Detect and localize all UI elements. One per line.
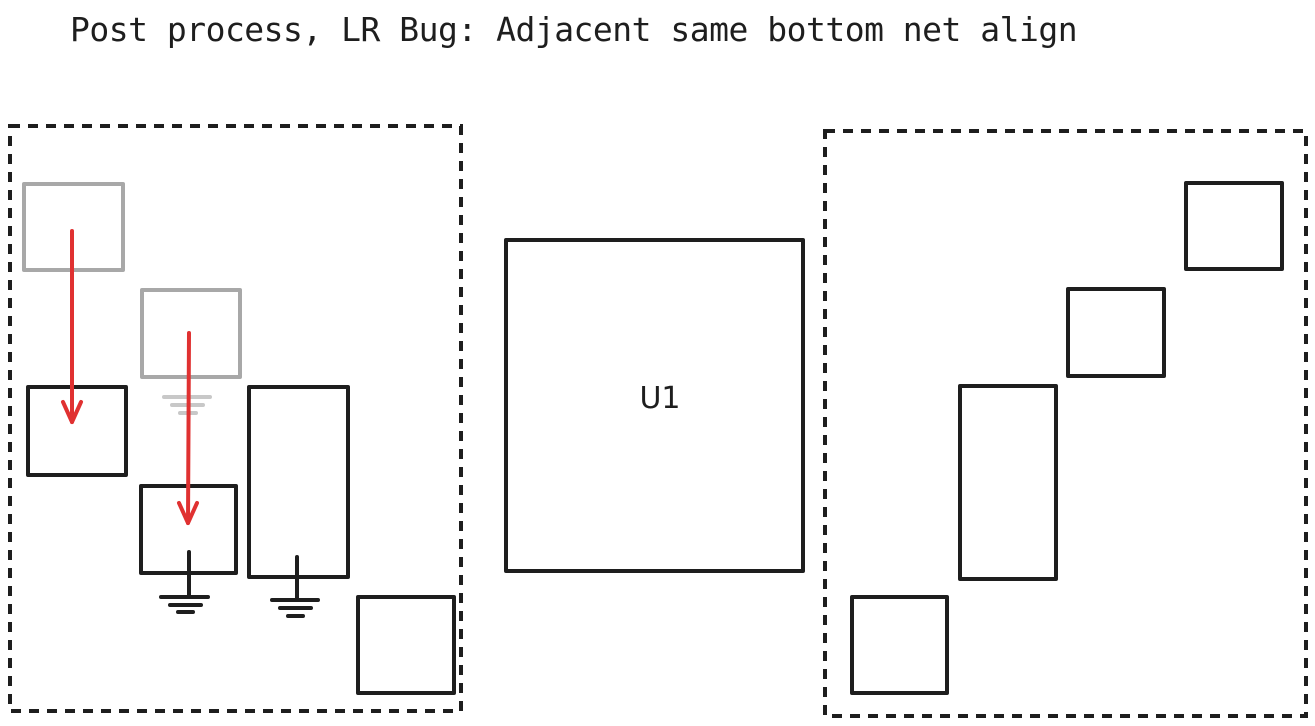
component-left-tall xyxy=(247,385,350,579)
component-left-bottom xyxy=(356,595,456,695)
left-group-boundary xyxy=(8,124,463,713)
right-group-boundary xyxy=(823,129,1308,718)
diagram-title: Post process, LR Bug: Adjacent same bott… xyxy=(70,10,1078,49)
ground-icon-2 xyxy=(270,555,320,618)
component-right-2 xyxy=(1066,287,1166,378)
component-u1 xyxy=(504,238,805,573)
ground-icon-1 xyxy=(159,550,210,614)
component-right-bottom xyxy=(850,595,949,695)
component-right-tall xyxy=(958,384,1058,581)
move-arrow-2 xyxy=(177,331,199,525)
component-left-1 xyxy=(26,385,128,477)
u1-label: U1 xyxy=(639,381,680,416)
move-arrow-1 xyxy=(61,229,83,424)
ghost-component-middle xyxy=(140,288,242,379)
component-right-1 xyxy=(1184,181,1284,271)
